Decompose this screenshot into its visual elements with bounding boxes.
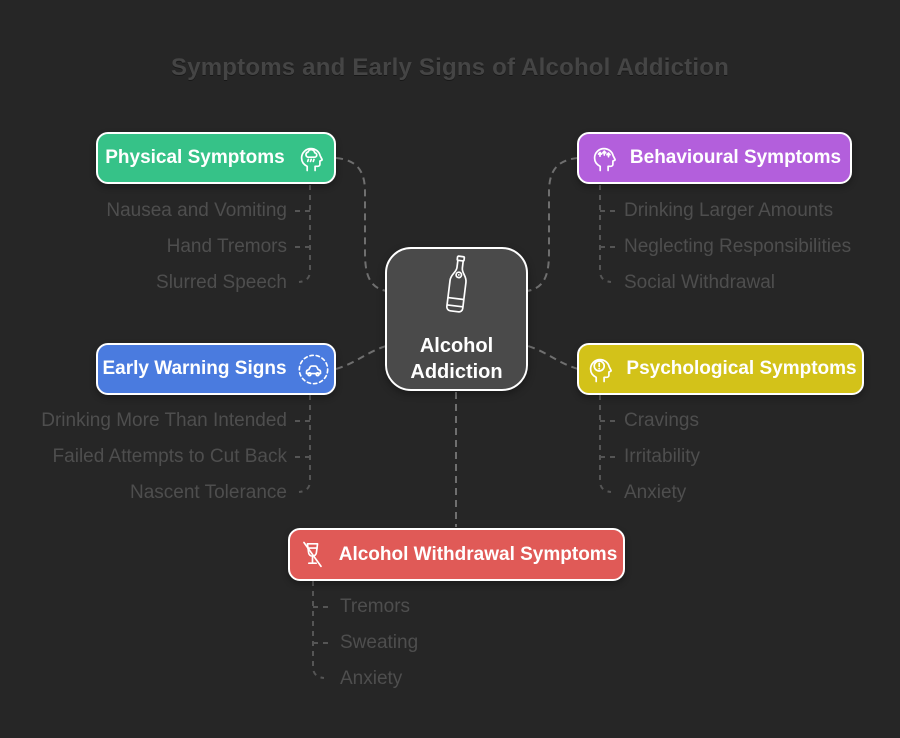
leaf-social-withdrawal: Social Withdrawal bbox=[624, 272, 775, 293]
connector-center-physical bbox=[335, 157, 388, 292]
diagram-title: Symptoms and Early Signs of Alcohol Addi… bbox=[171, 54, 729, 81]
leaf-cravings: Cravings bbox=[624, 410, 699, 431]
branch-behavioural-label: Behavioural Symptoms bbox=[629, 147, 842, 168]
branch-psychological-label: Psychological Symptoms bbox=[626, 358, 857, 379]
branch-physical-label: Physical Symptoms bbox=[105, 147, 285, 168]
branch-physical-symptoms: Physical Symptoms bbox=[96, 132, 336, 184]
branch-behavioural-symptoms: Behavioural Symptoms bbox=[577, 132, 852, 184]
leaf-line-psychological bbox=[599, 395, 612, 493]
leaf-line-behavioural bbox=[599, 185, 612, 283]
central-node-label: Alcohol Addiction bbox=[410, 334, 503, 383]
leaf-drinking-larger-amounts: Drinking Larger Amounts bbox=[624, 200, 834, 221]
branch-alcohol-withdrawal-symptoms: Alcohol Withdrawal Symptoms bbox=[288, 528, 625, 581]
head-arrows-icon bbox=[588, 142, 620, 174]
leaf-failed-attempts-to-cut-back: Failed Attempts to Cut Back bbox=[52, 446, 287, 467]
leaf-nausea-and-vomiting: Nausea and Vomiting bbox=[106, 200, 287, 221]
bottle-icon bbox=[433, 251, 479, 326]
connector-center-early-warning bbox=[335, 345, 387, 370]
leaf-line-withdrawal bbox=[312, 581, 325, 679]
leaf-anxiety-psych: Anxiety bbox=[624, 482, 687, 503]
leaf-tremors: Tremors bbox=[340, 596, 411, 617]
leaf-drinking-more-than-intended: Drinking More Than Intended bbox=[41, 410, 287, 431]
leaf-line-early-warning bbox=[298, 395, 311, 493]
leaf-nascent-tolerance: Nascent Tolerance bbox=[129, 482, 287, 503]
leaf-neglecting-responsibilities: Neglecting Responsibilities bbox=[624, 236, 852, 257]
branch-early-warning-label: Early Warning Signs bbox=[102, 358, 287, 379]
branch-psychological-symptoms: Psychological Symptoms bbox=[577, 343, 864, 395]
head-alert-icon bbox=[584, 353, 616, 385]
leaf-sweating: Sweating bbox=[340, 632, 419, 653]
branch-withdrawal-label: Alcohol Withdrawal Symptoms bbox=[338, 543, 618, 565]
central-node-alcohol-addiction: Alcohol Addiction bbox=[385, 247, 528, 391]
connector-center-psychological bbox=[527, 345, 579, 370]
head-rain-icon bbox=[295, 142, 327, 174]
leaf-irritability: Irritability bbox=[624, 446, 701, 467]
leaf-anxiety-withdrawal: Anxiety bbox=[340, 668, 403, 689]
car-dashed-circle-icon bbox=[297, 353, 330, 386]
branch-early-warning-signs: Early Warning Signs bbox=[96, 343, 336, 395]
leaf-slurred-speech: Slurred Speech bbox=[156, 272, 287, 293]
connector-center-behavioural bbox=[526, 157, 579, 292]
leaf-line-physical bbox=[298, 185, 311, 283]
leaf-hand-tremors: Hand Tremors bbox=[166, 236, 287, 257]
no-drink-icon bbox=[296, 538, 329, 571]
